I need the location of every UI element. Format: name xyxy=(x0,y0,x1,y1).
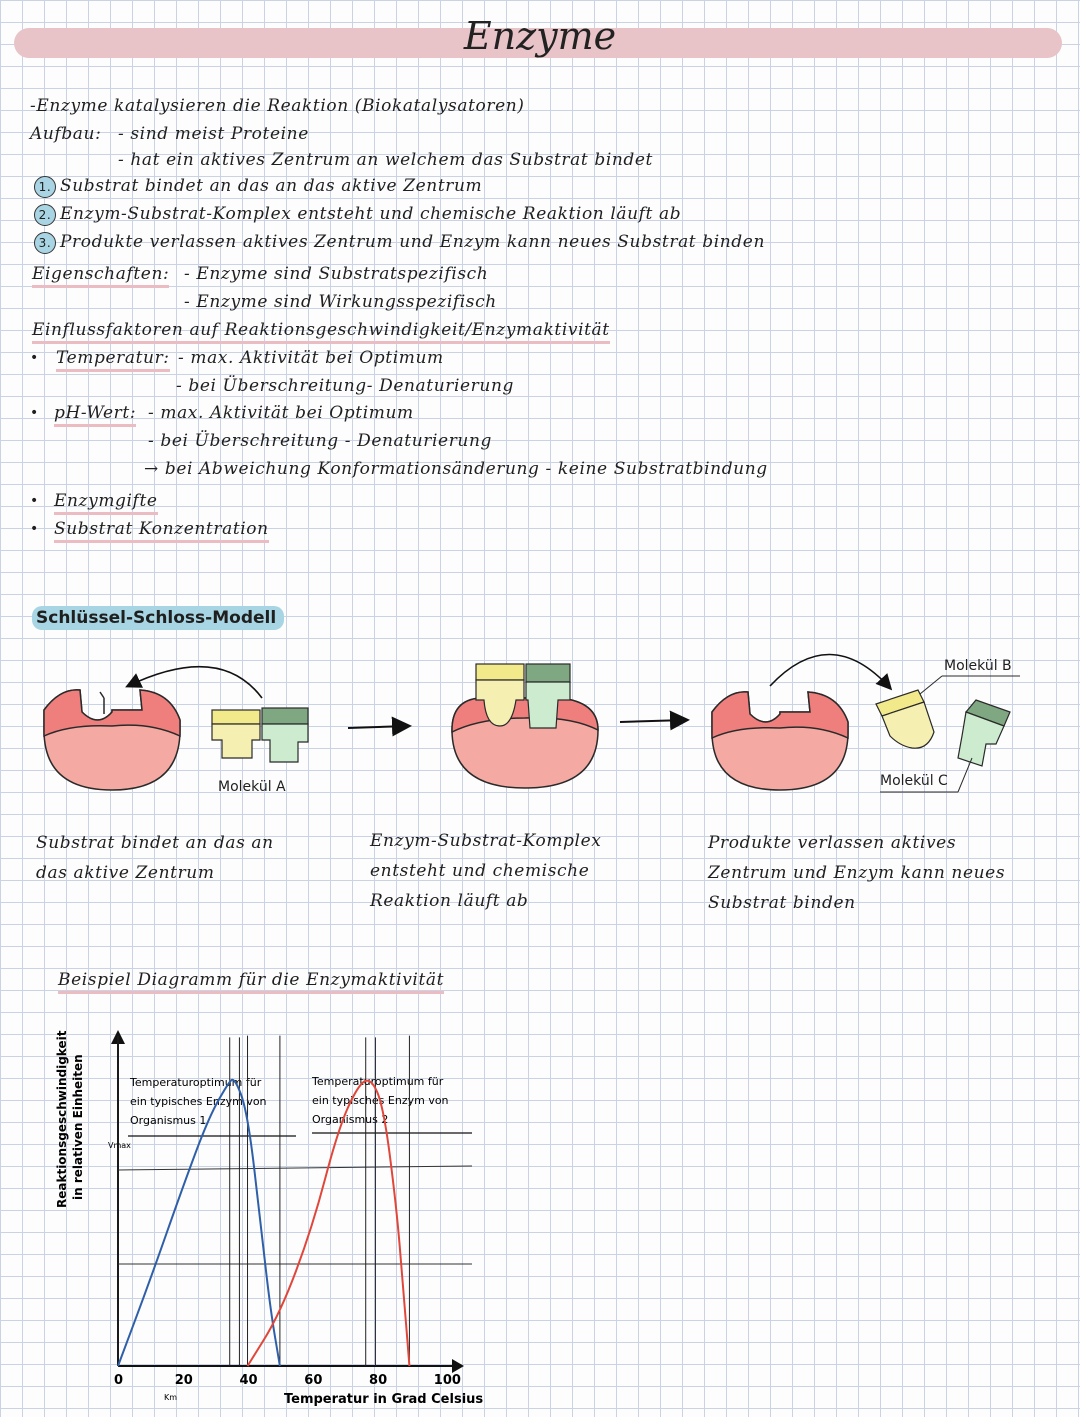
temperatur-point-1: - max. Aktivität bei Optimum xyxy=(178,348,444,368)
einflussfaktoren-heading-text: Einflussfaktoren auf Reaktionsgeschwindi… xyxy=(32,320,610,344)
eigenschaften-point-1: - Enzyme sind Substratspezifisch xyxy=(184,264,489,284)
step-2: 2.Enzym-Substrat-Komplex entsteht und ch… xyxy=(34,204,681,226)
release-arrow xyxy=(769,653,893,691)
x-tick-label: 60 xyxy=(304,1373,322,1388)
molekul-b-shape xyxy=(875,689,935,749)
ph-label: pH-Wert: xyxy=(54,403,137,427)
diagram-heading: Beispiel Diagramm für die Enzymaktivität xyxy=(58,970,445,994)
note-2-line-3: Organismus 2 xyxy=(312,1113,388,1126)
step-2-number: 2. xyxy=(34,204,56,226)
page-title: Enzyme xyxy=(463,14,617,58)
ph-point-2: - bei Überschreitung - Denaturierung xyxy=(148,431,492,451)
enzyme-stage-3 xyxy=(711,691,849,791)
molekul-a-shape xyxy=(211,707,309,763)
model-heading: Schlüssel-Schloss-Modell xyxy=(32,606,285,630)
einflussfaktoren-heading: Einflussfaktoren auf Reaktionsgeschwindi… xyxy=(32,320,610,344)
vmax-gridline xyxy=(117,1165,473,1171)
x-tick-label: 80 xyxy=(369,1373,387,1388)
enzyme-stage-1 xyxy=(43,689,181,791)
y-axis-label-line-1: Reaktionsgeschwindigkeit xyxy=(55,1030,69,1208)
chart-plot-area: 0 20 40 60 80 100 xyxy=(114,1035,461,1388)
substrat-konzentration-item: Substrat Konzentration xyxy=(54,519,269,543)
x-axis-arrowhead xyxy=(452,1359,464,1373)
step-3-text: Produkte verlassen aktives Zentrum und E… xyxy=(60,232,766,252)
enzyme-substrate-complex xyxy=(451,663,599,789)
intro-line: -Enzyme katalysieren die Reaktion (Bioka… xyxy=(30,96,525,116)
process-arrow xyxy=(347,716,412,737)
molekul-c-shape xyxy=(957,699,1011,767)
activity-curve-organismus-1 xyxy=(117,1078,281,1367)
aufbau-label: Aufbau: xyxy=(30,124,102,144)
ph-label-text: pH-Wert: xyxy=(54,403,137,427)
x-tick-label: 40 xyxy=(240,1373,258,1388)
substrat-konzentration-text: Substrat Konzentration xyxy=(54,519,269,543)
enzymgifte-item: Enzymgifte xyxy=(54,491,158,515)
ph-point-3: → bei Abweichung Konformationsänderung -… xyxy=(144,459,768,479)
molekul-b-label: Molekül B xyxy=(944,658,1012,674)
molekul-c-pointer xyxy=(957,757,973,793)
x-tick-label: 100 xyxy=(434,1373,461,1388)
eigenschaften-label: Eigenschaften: xyxy=(32,264,170,288)
activity-curve-organismus-2 xyxy=(246,1079,411,1367)
y-axis-label-line-2: in relativen Einheiten xyxy=(71,1054,85,1200)
eigenschaften-point-2: - Enzyme sind Wirkungsspezifisch xyxy=(184,292,497,312)
km-label: Km xyxy=(164,1393,177,1402)
molekul-c-label: Molekül C xyxy=(880,773,948,789)
eigenschaften-label-text: Eigenschaften: xyxy=(32,264,170,288)
process-arrow xyxy=(619,710,690,731)
lock-key-illustration xyxy=(43,653,1020,793)
temperatur-label-text: Temperatur: xyxy=(56,348,170,372)
bullet-dot: • xyxy=(30,350,39,366)
step-1-number: 1. xyxy=(34,176,56,198)
step-1-text: Substrat bindet an das an das aktive Zen… xyxy=(60,176,483,196)
molekul-a-label: Molekül A xyxy=(218,779,286,795)
x-axis-label: Temperatur in Grad Celsius xyxy=(284,1392,483,1407)
step-3-number: 3. xyxy=(34,232,56,254)
aufbau-point-2: - hat ein aktives Zentrum an welchem das… xyxy=(118,150,653,170)
note-1-line-2: ein typisches Enzym von xyxy=(130,1095,267,1108)
caption-stage-3: Produkte verlassen aktives Zentrum und E… xyxy=(708,833,1006,913)
enzymgifte-text: Enzymgifte xyxy=(54,491,158,515)
step-1: 1.Substrat bindet an das an das aktive Z… xyxy=(34,176,482,198)
step-2-text: Enzym-Substrat-Komplex entsteht und chem… xyxy=(60,204,682,224)
caption-stage-1: Substrat bindet an das an das aktive Zen… xyxy=(36,833,274,883)
ph-point-1: - max. Aktivität bei Optimum xyxy=(148,403,414,423)
temperatur-label: Temperatur: xyxy=(56,348,170,372)
caption-stage-2: Enzym-Substrat-Komplex entsteht und chem… xyxy=(370,831,602,911)
step-3: 3.Produkte verlassen aktives Zentrum und… xyxy=(34,232,765,254)
note-2-line-1: Temperaturoptimum für xyxy=(311,1075,444,1088)
bullet-dot: • xyxy=(30,493,39,509)
molekul-b-pointer xyxy=(919,675,943,695)
aufbau-point-1: - sind meist Proteine xyxy=(118,124,309,144)
x-tick-label: 20 xyxy=(175,1373,193,1388)
bind-arrow xyxy=(125,665,263,699)
x-tick-label: 0 xyxy=(114,1373,123,1388)
note-1-line-3: Organismus 1 xyxy=(130,1114,206,1127)
temperatur-point-2: - bei Überschreitung- Denaturierung xyxy=(176,376,514,396)
note-1-line-1: Temperaturoptimum für xyxy=(129,1076,262,1089)
bullet-dot: • xyxy=(30,521,39,537)
diagram-heading-text: Beispiel Diagramm für die Enzymaktivität xyxy=(58,970,445,994)
title-banner xyxy=(14,28,1062,58)
vmax-label: Vmax xyxy=(108,1141,131,1150)
enzyme-activity-chart: Vmax Km Reaktionsgeschwindigkeit in rela… xyxy=(55,1030,483,1407)
bullet-dot: • xyxy=(30,405,39,421)
